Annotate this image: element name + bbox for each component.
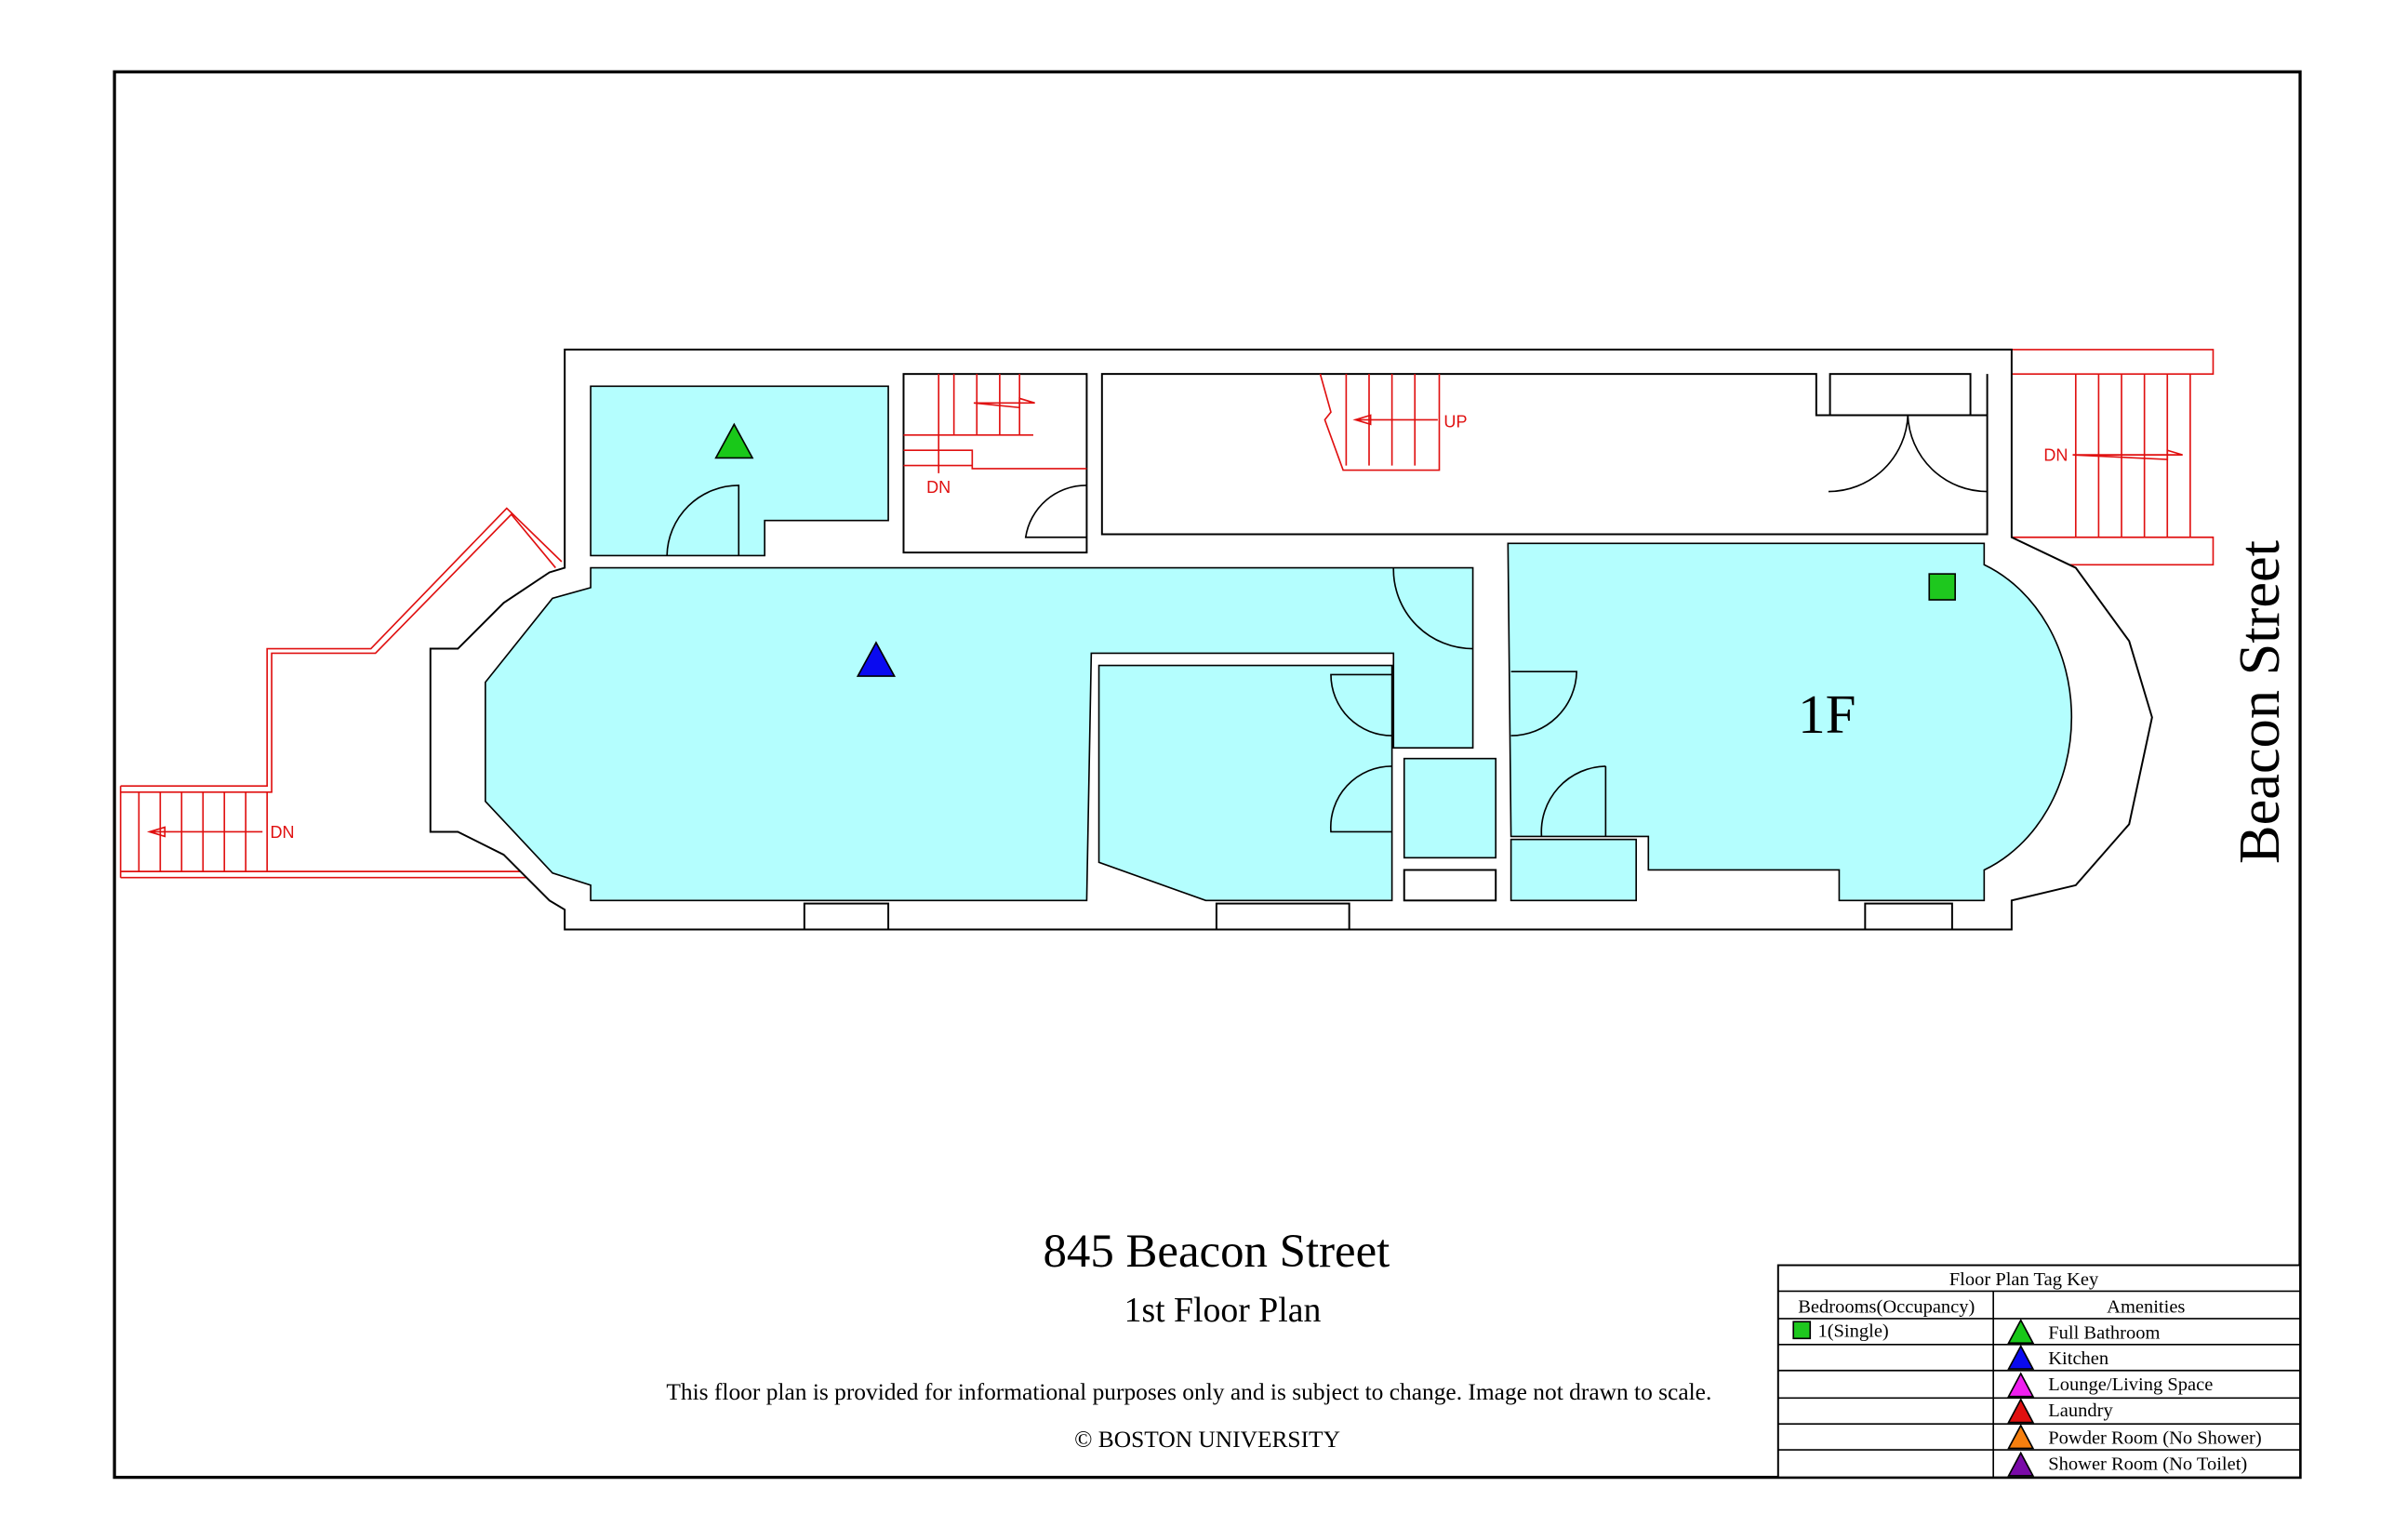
legend-amenity-label: Lounge/Living Space — [2048, 1374, 2213, 1395]
stair-label-top-left: DN — [926, 478, 951, 497]
kitchen-living-room — [485, 566, 1474, 902]
stair-hall-room — [902, 373, 1088, 554]
legend-amenity-label: Laundry — [2048, 1401, 2113, 1421]
closet-room — [1403, 757, 1497, 859]
legend-green-triangle-icon — [2007, 1318, 2035, 1345]
legend-orange-triangle-icon — [2007, 1424, 2035, 1450]
address-title: 845 Beacon Street — [1043, 1226, 1390, 1278]
legend-amenity-label: Full Bathroom — [2048, 1322, 2160, 1343]
vestibule-closet — [1829, 373, 1972, 417]
legend-amenity-label: Kitchen — [2048, 1348, 2108, 1369]
stair-label-top-middle: UP — [1443, 413, 1467, 431]
legend-col-bedrooms: Bedrooms(Occupancy) — [1798, 1296, 1975, 1317]
legend-col-amenities: Amenities — [2107, 1296, 2185, 1317]
bathroom-room — [590, 385, 889, 557]
kitchen-tag-icon — [856, 641, 897, 677]
floor-label: 1F — [1798, 684, 1856, 745]
door-swings — [666, 415, 1988, 931]
legend-amenity-label: Shower Room (No Toilet) — [2048, 1454, 2247, 1474]
middle-room — [1097, 664, 1393, 902]
legend-title: Floor Plan Tag Key — [1949, 1269, 2099, 1290]
legend-amenity-label: Powder Room (No Shower) — [2048, 1428, 2261, 1449]
legend-bedroom-label: 1(Single) — [1817, 1321, 1888, 1342]
stair-label-right: DN — [2043, 446, 2068, 465]
legend-red-triangle-icon — [2007, 1398, 2035, 1424]
legend-magenta-triangle-icon — [2007, 1372, 2035, 1398]
street-label: Beacon Street — [2228, 540, 2292, 864]
stair-label-left: DN — [270, 823, 294, 842]
floor-subtitle: 1st Floor Plan — [1124, 1291, 1322, 1330]
copyright: © BOSTON UNIVERSITY — [1074, 1426, 1340, 1453]
bedroom-1f — [1507, 542, 2073, 902]
left-exterior-stair: DN — [119, 507, 563, 879]
small-room — [1510, 838, 1637, 902]
rooms — [485, 385, 2073, 902]
legend-table: Floor Plan Tag Key Bedrooms(Occupancy) A… — [1776, 1264, 2302, 1479]
full-bathroom-tag-icon — [714, 422, 754, 459]
small-closet — [1403, 869, 1497, 902]
interior-stair-top-left: DN — [903, 374, 1087, 497]
disclaimer: This floor plan is provided for informat… — [666, 1378, 1711, 1405]
bedroom-single-tag-icon — [1928, 573, 1956, 601]
legend-green-square-icon — [1792, 1321, 1812, 1340]
legend-blue-triangle-icon — [2007, 1344, 2035, 1370]
right-exterior-stair: DN — [2011, 349, 2215, 566]
foyer-room — [1100, 373, 1989, 536]
interior-stair-top-middle: UP — [1319, 373, 1467, 471]
legend-purple-triangle-icon — [2007, 1451, 2035, 1477]
